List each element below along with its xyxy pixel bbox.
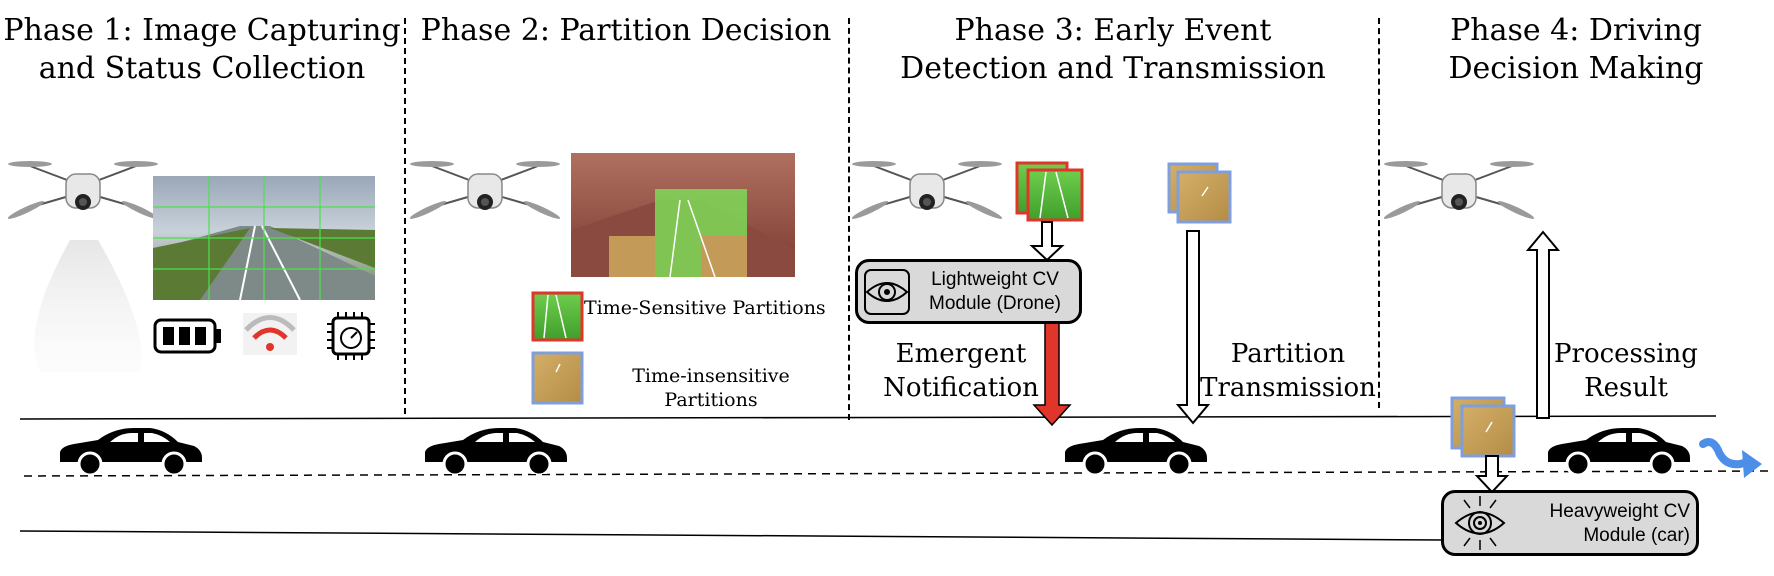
phase-3-title: Phase 3: Early Event Detection and Trans… [848,12,1378,88]
wifi-icon [243,313,297,355]
cpu-chip-icon [327,312,375,360]
phase-2-title: Phase 2: Partition Decision [404,12,848,50]
captured-road-image [153,176,375,301]
emergent-line2: Notification [883,373,1039,403]
time-insensitive-swatch [531,351,584,405]
road-top-line [19,415,1717,420]
lightweight-cv-module-label: Lightweight CV Module (Drone) [910,268,1080,316]
car-icon [423,426,569,474]
processing-result-label: Processing Result [1548,337,1704,405]
heavyweight-cv-module-label: Heavyweight CV Module (car) [1510,500,1690,548]
phase-separator [848,18,850,420]
legend-time-insensitive-label: Time-insensitive Partitions [606,364,816,412]
phase-4-title-line2: Decision Making [1448,51,1704,86]
processing-line1: Processing [1554,339,1698,369]
driving-flow-arrowhead [1742,450,1762,478]
phase-4-title: Phase 4: Driving Decision Making [1378,12,1774,88]
phase-4-title-line1: Phase 4: Driving [1450,13,1702,48]
drone-icon [410,160,560,223]
partitioned-road-image [571,153,795,278]
camera-beam [34,240,142,372]
phase-1-title-line1: Phase 1: Image Capturing [3,13,401,48]
road-bottom-line [19,530,1447,541]
gear-eye-icon [861,266,913,318]
drone-icon [8,160,158,223]
drone-module-line2: Module (Drone) [929,293,1061,314]
phase-separator [1378,18,1380,408]
circuit-eye-icon [1450,494,1510,552]
partition-transmission-label: Partition Transmission [1198,337,1378,405]
partition-line2: Transmission [1200,373,1376,403]
car-module-line2: Module (car) [1583,525,1690,546]
partition-line1: Partition [1230,339,1346,369]
emergent-line1: Emergent [895,339,1027,369]
received-partition-stack [1450,396,1516,458]
car-icon [58,426,204,474]
road-lane-line [23,470,1771,477]
partition-transmission-arrow [1175,230,1211,425]
legend-time-insensitive-line2: Partitions [664,389,758,411]
phase-3-title-line1: Phase 3: Early Event [954,13,1272,48]
battery-icon [153,318,221,354]
time-sensitive-partition-stack [1015,161,1084,222]
phase-separator [404,18,406,414]
drone-icon [852,160,1002,223]
drone-module-line1: Lightweight CV [931,269,1059,290]
phase-1-title-line2: and Status Collection [38,51,366,86]
processing-result-arrow [1525,230,1561,419]
car-icon [1546,426,1692,474]
drone-icon [1384,160,1534,223]
legend-time-sensitive-label: Time-Sensitive Partitions [584,297,826,319]
legend-time-insensitive-line1: Time-insensitive [632,365,790,387]
time-sensitive-swatch [531,291,584,342]
time-insensitive-partition-stack [1167,162,1232,224]
notification-arrow [1032,321,1072,427]
phase-1-title: Phase 1: Image Capturing and Status Coll… [0,12,404,88]
heavyweight-cv-module [1441,490,1699,556]
car-module-line1: Heavyweight CV [1549,501,1690,522]
driving-flow-arrow [1699,438,1752,469]
partition-to-module-arrow [1029,221,1065,262]
processing-line2: Result [1584,373,1668,403]
car-icon [1063,426,1209,474]
emergent-notification-label: Emergent Notification [868,337,1054,405]
phase-2-title-line1: Phase 2: Partition Decision [420,13,832,48]
phase-3-title-line2: Detection and Transmission [900,51,1326,86]
partition-to-car-module-arrow [1474,455,1510,494]
